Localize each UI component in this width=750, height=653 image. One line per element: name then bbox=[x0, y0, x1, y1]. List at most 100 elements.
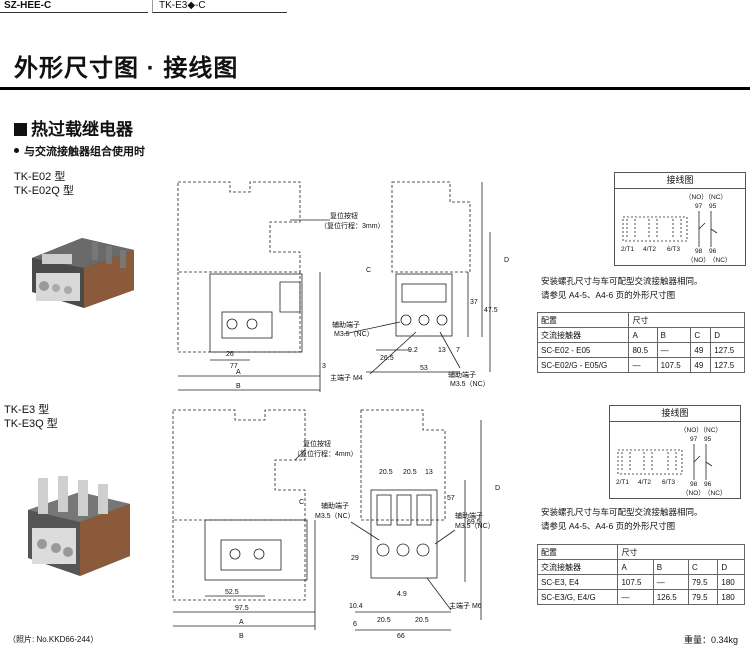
p2-dim-20-5c: 20.5 bbox=[377, 617, 391, 624]
product1-photo bbox=[32, 238, 134, 308]
table-cell: — bbox=[617, 589, 654, 605]
table-row: SC-E02 - E05 80.5 — 49 127.5 bbox=[536, 342, 745, 358]
product2-wiring-title: 接线图 bbox=[610, 406, 740, 422]
p1-aux-terminal2-label: 辅助端子 bbox=[448, 370, 476, 379]
p2-reset-button-label: 复位按钮 bbox=[303, 439, 331, 448]
table-row: SC-E02/G - E05/G — 107.5 49 127.5 bbox=[536, 357, 745, 373]
p2-wiring-96: 96 bbox=[704, 481, 712, 488]
product1-dimension-drawing: 复位按钮 （复位行程：3mm） 辅助端子 M3.5（NC） 主端子 M4 辅助端… bbox=[177, 181, 509, 392]
table-cell: 107.5 bbox=[617, 574, 654, 590]
table-cell: 126.5 bbox=[652, 589, 689, 605]
p1-wiring-96: 96 bbox=[709, 248, 717, 255]
p1-dim-9-2: 9.2 bbox=[408, 347, 418, 354]
p1-dim-3: 3 bbox=[322, 363, 326, 370]
table-header-cell: A bbox=[628, 327, 658, 343]
section-heading: 热过载继电器 bbox=[14, 115, 133, 140]
product1-note-line2: 请参见 A4-5、A4-6 页的外形尺寸图 bbox=[541, 290, 676, 300]
table-cell: SC-E02 - E05 bbox=[536, 342, 630, 358]
p2-dim-52-5: 52.5 bbox=[225, 589, 239, 596]
table-row: SC-E3/G, E4/G — 126.5 79.5 180 bbox=[536, 589, 745, 605]
p2-wiring-t2: 4/T2 bbox=[638, 479, 651, 486]
product2-wiring-schematic: （NO）（NC） 97 95 2/T1 4/T2 6/T3 98 96 （NO）… bbox=[616, 426, 726, 497]
product1-note-line1: 安装螺孔尺寸与车可配型交流接触器相同。 bbox=[541, 276, 703, 286]
p2-dim-6: 6 bbox=[353, 621, 357, 628]
p1-wiring-nc: （NC） bbox=[709, 256, 731, 264]
product1-wiring-box: 接线图 （NO）（NC） 97 95 2/T1 4/T2 6/T3 98 96 … bbox=[614, 172, 746, 266]
product2-note-line1: 安装螺孔尺寸与车可配型交流接触器相同。 bbox=[541, 507, 703, 517]
product1-model-line1: TK-E02 型 bbox=[14, 171, 66, 183]
table-header-cell: 尺寸 bbox=[628, 312, 745, 328]
p2-dim-A: A bbox=[239, 619, 244, 626]
p2-dim-C: C bbox=[299, 499, 304, 506]
p2-aux-terminal-label: 辅助端子 bbox=[321, 501, 349, 510]
p1-dim-A: A bbox=[236, 369, 241, 376]
p1-main-terminal-label: 主端子 M4 bbox=[330, 373, 363, 382]
p1-dim-D: D bbox=[504, 257, 509, 264]
table-cell: 180 bbox=[717, 574, 745, 590]
p2-wiring-nonc: （NO）（NC） bbox=[680, 426, 722, 434]
p2-reset-stroke-label: （复位行程：4mm） bbox=[293, 449, 358, 458]
p1-dim-77: 77 bbox=[230, 363, 238, 370]
table-cell: SC-E3, E4 bbox=[536, 574, 619, 590]
section-subheading: 与交流接触器组合使用时 bbox=[14, 143, 145, 159]
table-cell: 79.5 bbox=[687, 589, 719, 605]
p2-dim-D: D bbox=[495, 485, 500, 492]
series-code: SZ-HEE-C bbox=[0, 0, 148, 13]
table-header-cell: 配置 bbox=[536, 544, 619, 560]
product2-wiring-box: 接线图 （NO）（NC） 97 95 2/T1 4/T2 6/T3 98 96 … bbox=[609, 405, 741, 499]
p1-dim-37: 37 bbox=[470, 299, 478, 306]
p1-dim-B: B bbox=[236, 383, 241, 390]
p1-reset-stroke-label: （复位行程：3mm） bbox=[320, 221, 385, 230]
p2-wiring-95: 95 bbox=[704, 436, 712, 443]
p1-wiring-no: （NO） bbox=[687, 256, 710, 264]
model-code: TK-E3◆-C bbox=[152, 0, 287, 13]
table-cell: 127.5 bbox=[710, 357, 745, 373]
product1-note: 安装螺孔尺寸与车可配型交流接触器相同。 请参见 A4-5、A4-6 页的外形尺寸… bbox=[541, 274, 703, 302]
table-header-cell: C bbox=[690, 327, 712, 343]
p2-wiring-t1: 2/T1 bbox=[616, 479, 629, 486]
product2-photo bbox=[28, 476, 130, 576]
section-heading-text: 热过载继电器 bbox=[31, 120, 133, 139]
table-cell: 127.5 bbox=[710, 342, 745, 358]
p2-wiring-t3: 6/T3 bbox=[662, 479, 675, 486]
table-header-cell: C bbox=[687, 559, 719, 575]
table-header-row: 配置 尺寸 bbox=[536, 312, 745, 328]
product1-model-line2: TK-E02Q 型 bbox=[14, 185, 74, 197]
p1-dim-26: 26 bbox=[226, 351, 234, 358]
table-header-cell: 尺寸 bbox=[617, 544, 745, 560]
product1-wiring-title: 接线图 bbox=[615, 173, 745, 189]
p2-dim-57: 57 bbox=[447, 495, 455, 502]
product2-model: TK-E3 型 TK-E3Q 型 bbox=[4, 403, 58, 431]
p2-dim-66: 66 bbox=[397, 633, 405, 640]
p2-main-terminal-label: 主端子 M6 bbox=[449, 601, 482, 610]
p1-wiring-t1: 2/T1 bbox=[621, 246, 634, 253]
p2-wiring-no: （NO） bbox=[682, 489, 705, 497]
photo-note: （照片: No.KKD66-244） bbox=[8, 635, 99, 644]
table-header-cell: 交流接触器 bbox=[536, 327, 630, 343]
p2-dim-20-5a: 20.5 bbox=[379, 469, 393, 476]
table-header-cell: D bbox=[717, 559, 745, 575]
page-title: 外形尺寸图 · 接线图 bbox=[14, 55, 239, 82]
p2-aux-terminal2-screw: M3.5（NC） bbox=[455, 522, 495, 530]
table-cell: — bbox=[656, 342, 692, 358]
table-cell: 107.5 bbox=[656, 357, 692, 373]
p1-reset-button-label: 复位按钮 bbox=[330, 211, 358, 220]
product2-note-line2: 请参见 A4-5、A4-6 页的外形尺寸图 bbox=[541, 521, 676, 531]
p2-aux-terminal2-label: 辅助端子 bbox=[455, 511, 483, 520]
p1-wiring-97: 97 bbox=[695, 203, 703, 210]
table-header-cell: 交流接触器 bbox=[536, 559, 619, 575]
p1-wiring-nonc: （NO）（NC） bbox=[685, 193, 727, 201]
p1-wiring-t2: 4/T2 bbox=[643, 246, 656, 253]
product2-model-line2: TK-E3Q 型 bbox=[4, 418, 58, 430]
p1-aux-terminal-screw: M3.5（NC） bbox=[334, 330, 374, 338]
p2-wiring-97: 97 bbox=[690, 436, 698, 443]
product1-dim-table: 配置 尺寸 交流接触器 A B C D SC-E02 - E05 80.5 — … bbox=[536, 312, 745, 373]
table-cell: 49 bbox=[690, 342, 712, 358]
table-cell: 79.5 bbox=[687, 574, 719, 590]
p2-wiring-nc: （NC） bbox=[704, 489, 726, 497]
table-cell: SC-E02/G - E05/G bbox=[536, 357, 630, 373]
p1-wiring-98: 98 bbox=[695, 248, 703, 255]
table-row: SC-E3, E4 107.5 — 79.5 180 bbox=[536, 574, 745, 590]
weight-note: 重量：0.34kg bbox=[684, 635, 739, 645]
table-header-row: 配置 尺寸 bbox=[536, 544, 745, 560]
